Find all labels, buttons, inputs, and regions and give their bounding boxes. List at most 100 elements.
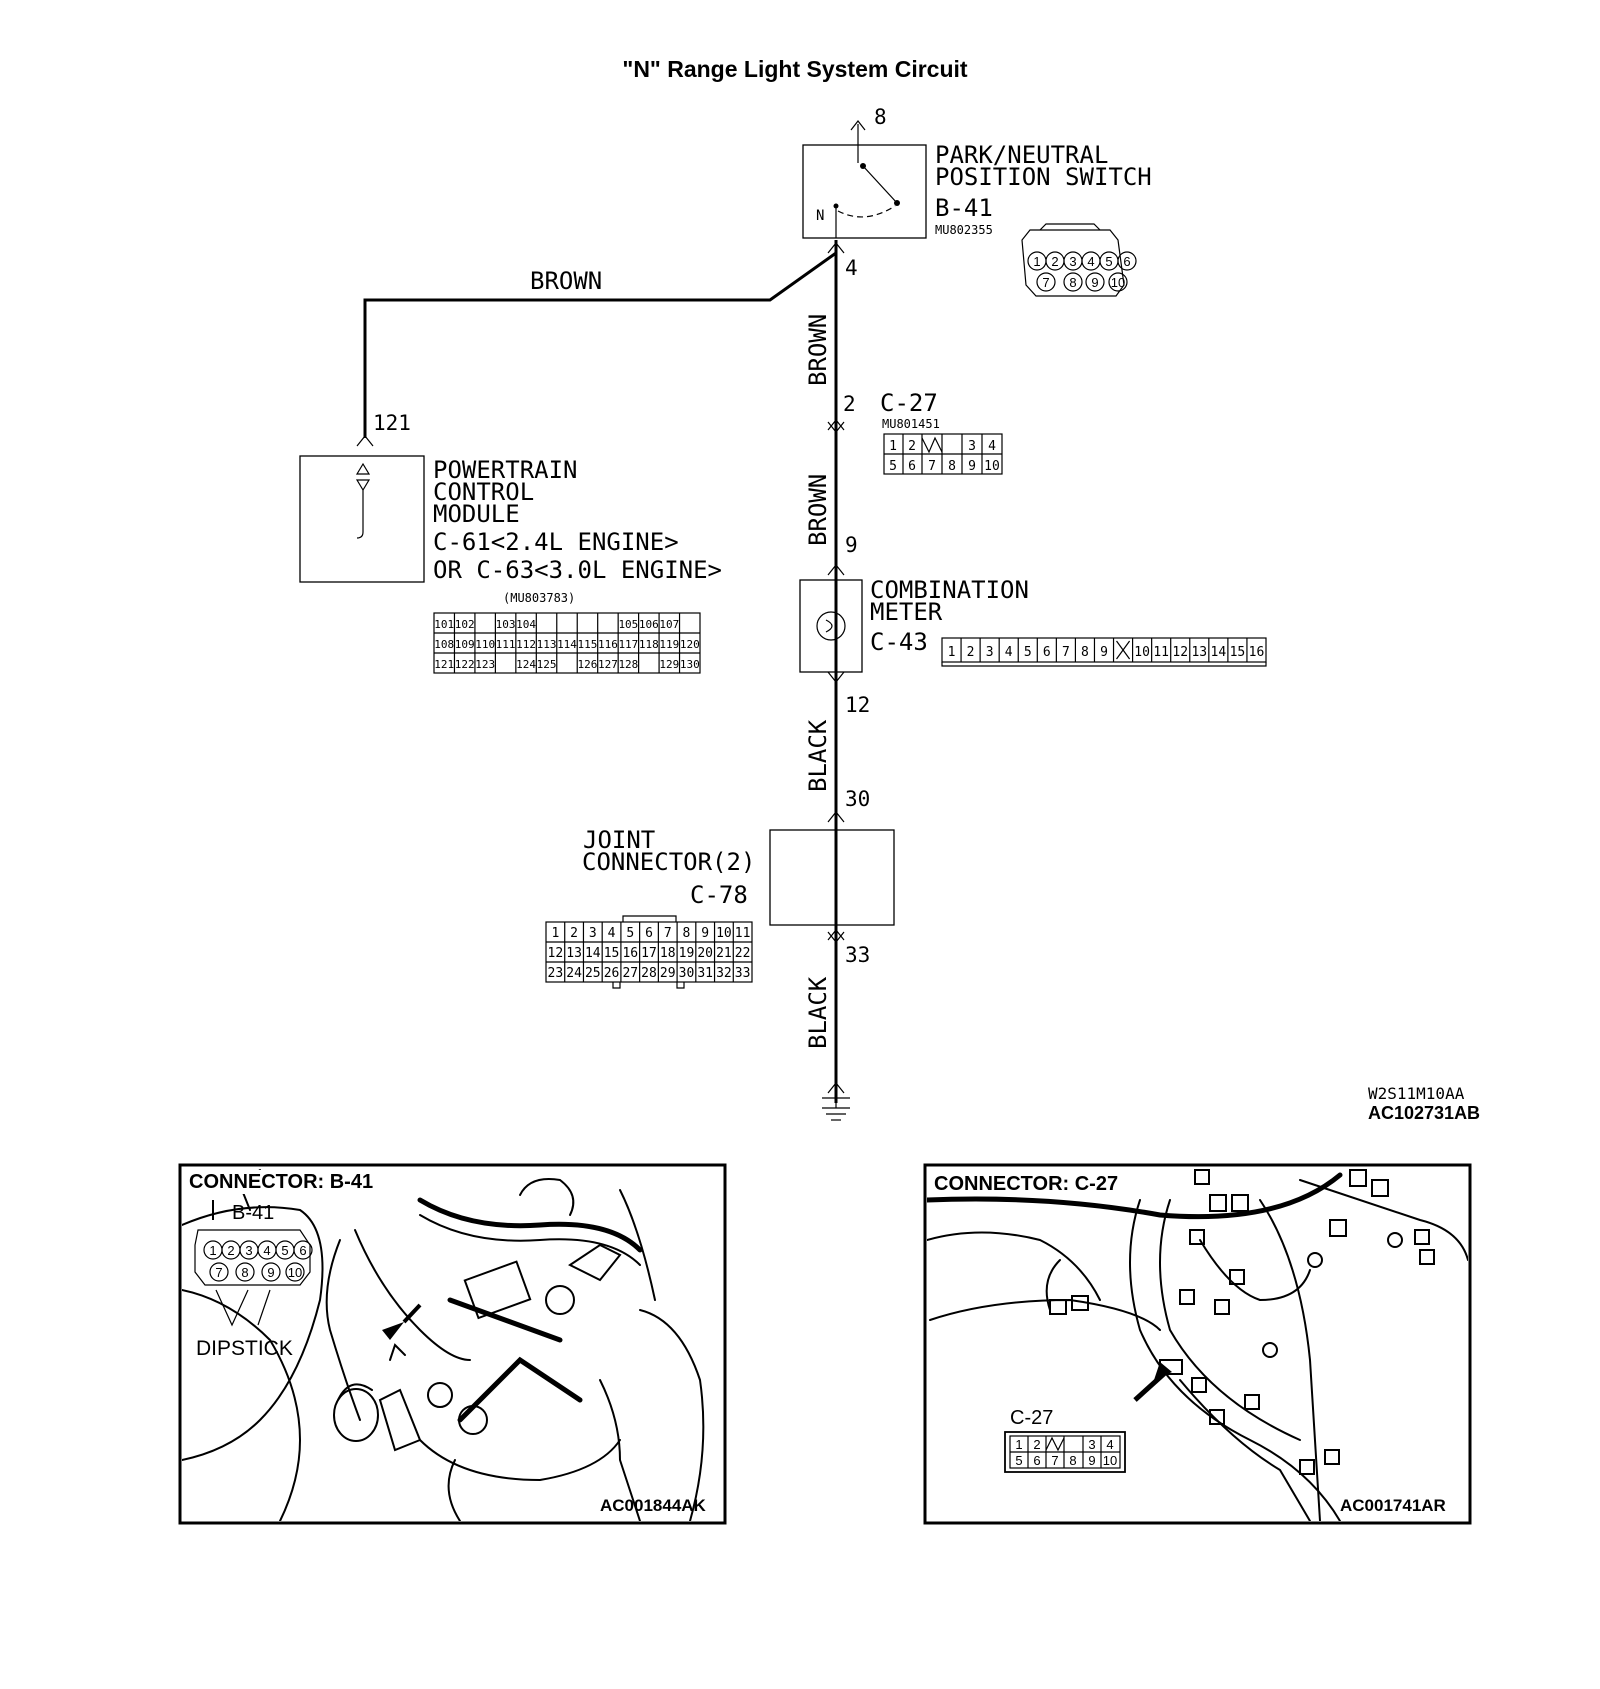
photo-left-code: AC001844AK <box>600 1496 707 1515</box>
svg-text:1: 1 <box>1033 254 1040 269</box>
switch-n-label: N <box>816 208 824 224</box>
meter-pin-cell: 2 <box>967 645 975 660</box>
joint-pin-cell: 5 <box>626 926 634 941</box>
pcm-pin-cell: 128 <box>618 658 638 671</box>
svg-text:8: 8 <box>241 1265 248 1280</box>
pcm-line5: OR C-63<3.0L ENGINE> <box>433 556 722 584</box>
pcm-pin-cell: 117 <box>618 638 638 651</box>
svg-text:7: 7 <box>928 459 936 474</box>
wire-label-brown-horizontal: BROWN <box>530 267 602 295</box>
svg-text:2: 2 <box>227 1243 234 1258</box>
pcm-pin-cell: 108 <box>434 638 454 651</box>
pcm-pin-cell: 125 <box>537 658 557 671</box>
joint-box <box>769 829 895 926</box>
svg-text:2: 2 <box>1033 1437 1040 1452</box>
meter-pin-cell: 15 <box>1230 645 1246 660</box>
svg-text:9: 9 <box>968 459 976 474</box>
meter-pin-cell: 16 <box>1249 645 1265 660</box>
pcm-box <box>299 455 425 583</box>
joint-pin-cell: 17 <box>641 946 657 961</box>
photo-right-connector-label: C-27 <box>1010 1407 1053 1429</box>
svg-text:1: 1 <box>209 1243 216 1258</box>
joint-pin-bottom: 33 <box>845 943 870 967</box>
joint-pin-cell: 9 <box>701 926 709 941</box>
wire-label-brown-lower: BROWN <box>804 474 832 546</box>
svg-text:10: 10 <box>984 459 1000 474</box>
joint-pin-cell: 25 <box>585 966 601 981</box>
brown-branch-wire <box>363 251 837 438</box>
pcm-pin-cell: 104 <box>516 618 536 631</box>
photo-right-title: CONNECTOR: C-27 <box>934 1173 1118 1195</box>
engine-illustration <box>182 1169 705 1521</box>
switch-connector-face <box>1021 229 1125 297</box>
svg-text:9: 9 <box>267 1265 274 1280</box>
pcm-pin-cell: 129 <box>659 658 679 671</box>
svg-text:4: 4 <box>1087 254 1094 269</box>
switch-pin-top: 8 <box>874 105 887 129</box>
joint-pin-cell: 10 <box>716 926 732 941</box>
joint-pin-cell: 4 <box>608 926 616 941</box>
meter-pin-cell: 4 <box>1005 645 1013 660</box>
wire-label-black-lower: BLACK <box>804 976 832 1049</box>
pcm-pin-cell: 110 <box>475 638 495 651</box>
svg-text:3: 3 <box>1069 254 1076 269</box>
joint-pin-cell: 30 <box>679 966 695 981</box>
svg-text:10: 10 <box>288 1265 302 1280</box>
diagram-code: W2S11M10AA <box>1368 1084 1465 1103</box>
meter-pin-cell: 9 <box>1100 645 1108 660</box>
joint-connector-id: C-78 <box>690 881 748 909</box>
powertrain-control-module: 121 POWERTRAIN CONTROL MODULE C-61<2.4L … <box>299 411 722 674</box>
switch-connector-id: B-41 <box>935 194 993 222</box>
svg-text:6: 6 <box>908 459 916 474</box>
meter-pin-cell: 14 <box>1211 645 1227 660</box>
pcm-pin-cell: 130 <box>680 658 700 671</box>
dipstick-label: DIPSTICK <box>196 1337 293 1360</box>
meter-pin-cell: 3 <box>986 645 994 660</box>
svg-text:7: 7 <box>1051 1453 1058 1468</box>
joint-pin-cell: 24 <box>566 966 582 981</box>
pcm-pin-cell: 103 <box>496 618 516 631</box>
joint-pin-cell: 22 <box>735 946 751 961</box>
pcm-pin-cell: 114 <box>557 638 577 651</box>
joint-pin-cell: 33 <box>735 966 751 981</box>
meter-pin-cell: 12 <box>1172 645 1188 660</box>
joint-pin-top: 30 <box>845 787 870 811</box>
svg-text:3: 3 <box>1088 1437 1095 1452</box>
joint-pin-cell: 8 <box>683 926 691 941</box>
joint-pin-cell: 26 <box>604 966 620 981</box>
joint-pin-cell: 14 <box>585 946 601 961</box>
joint-pin-cell: 12 <box>548 946 564 961</box>
photo-c27-pin-grid: 1 2 3 4 5 6 7 8 9 10 <box>1004 1431 1126 1473</box>
pcm-pin-cell: 124 <box>516 658 536 671</box>
wire-label-black-upper: BLACK <box>804 719 832 792</box>
pcm-pin-cell: 116 <box>598 638 618 651</box>
meter-pin-cell: 10 <box>1134 645 1150 660</box>
meter-pin-cell: 5 <box>1024 645 1032 660</box>
joint-pin-grid <box>545 915 753 989</box>
park-neutral-switch: 8 N PARK/NEUTRAL POSITION SWITCH B-41 MU… <box>802 105 1152 297</box>
svg-text:7: 7 <box>1042 275 1049 290</box>
meter-pin-cell: 13 <box>1191 645 1207 660</box>
pcm-pin-cell: 102 <box>455 618 475 631</box>
svg-text:5: 5 <box>889 459 897 474</box>
joint-pin-cell: 27 <box>622 966 638 981</box>
meter-line2: METER <box>870 598 943 626</box>
pcm-pin-grid <box>433 612 701 674</box>
joint-pin-cell: 18 <box>660 946 676 961</box>
b41-face-pins: 1 2 3 4 5 6 7 8 9 10 <box>203 1240 313 1282</box>
joint-pin-cell: 21 <box>716 946 732 961</box>
joint-pin-cell: 6 <box>645 926 653 941</box>
joint-line1: JOINT <box>583 826 655 854</box>
photo-right-code: AC001741AR <box>1340 1496 1446 1515</box>
svg-text:8: 8 <box>1069 275 1076 290</box>
switch-face-pins: 1 2 3 4 5 6 7 8 9 10 <box>1027 251 1137 292</box>
svg-text:2: 2 <box>1051 254 1058 269</box>
c27-connector-id: C-27 <box>880 389 938 417</box>
connector-c27: 2 C-27 MU801451 1 2 3 4 5 6 7 8 9 10 <box>827 389 1003 475</box>
meter-pin-cell: 7 <box>1062 645 1070 660</box>
indicator-lamp-icon <box>816 611 846 641</box>
pcm-pin-cell: 111 <box>496 638 516 651</box>
photo-left-title: CONNECTOR: B-41 <box>189 1171 373 1193</box>
svg-text:4: 4 <box>1106 1437 1113 1452</box>
